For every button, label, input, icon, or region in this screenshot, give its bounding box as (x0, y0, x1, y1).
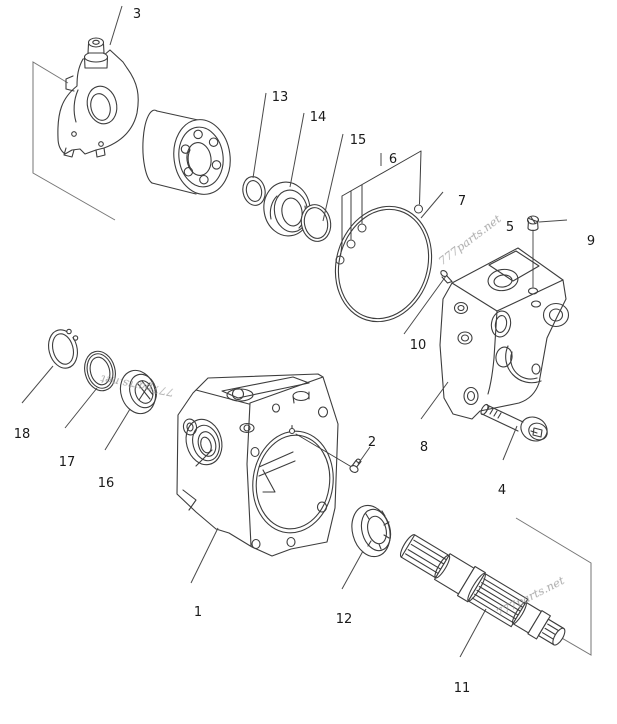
part-7-gasket-ring (334, 205, 433, 323)
part-13-snap-ring (242, 176, 266, 206)
part-label-18: 18 (14, 427, 31, 442)
part-15-o-ring (300, 204, 332, 242)
part-2-bolt (295, 433, 362, 473)
part-4-bolt (480, 403, 548, 442)
part-label-4: 4 (498, 483, 506, 498)
leader-3 (109, 5, 123, 46)
leader-14 (289, 112, 305, 188)
part-12-bearing (351, 504, 392, 558)
part-label-14: 14 (310, 110, 327, 125)
cylinder-roller-bearing (142, 109, 231, 195)
part-label-6: 6 (389, 152, 397, 167)
part-label-15: 15 (350, 133, 367, 148)
leader-18 (21, 365, 54, 404)
part-label-3: 3 (133, 7, 141, 22)
mounting-panel-top-left (32, 61, 116, 221)
part-8-valve-block (439, 247, 570, 420)
leader-lines (21, 5, 568, 658)
leader-8 (420, 381, 449, 420)
part-3-end-cover (57, 37, 139, 158)
part-11-drive-shaft (399, 534, 566, 646)
leader-9 (538, 219, 568, 223)
part-1-pump-case (176, 373, 339, 557)
leader-15 (322, 133, 344, 222)
part-18-snap-ring (48, 327, 79, 369)
leader-13 (252, 92, 267, 179)
leader-12 (341, 550, 364, 590)
watermark-text: 777parts.net (436, 212, 504, 268)
leader-1 (190, 527, 219, 584)
part-label-11: 11 (454, 681, 471, 696)
part-label-2: 2 (368, 435, 376, 450)
mounting-panel-bottom-right (515, 517, 592, 656)
leader-10 (403, 275, 447, 335)
part-labels: 1 2 3 4 5 6 7 8 9 10 11 12 13 14 15 16 1… (14, 7, 595, 696)
part-17-seal-washer (84, 350, 116, 392)
part-label-9: 9 (587, 234, 595, 249)
parts-linework (48, 37, 570, 646)
leader-11 (459, 608, 487, 658)
leader-17 (64, 387, 98, 429)
part-label-5: 5 (506, 220, 514, 235)
leader-16 (104, 408, 131, 451)
part-5-plug (526, 215, 540, 288)
part-label-7: 7 (458, 194, 466, 209)
part-6-plug-panel (335, 150, 423, 265)
part-label-13: 13 (272, 90, 289, 105)
part-label-12: 12 (336, 612, 353, 627)
part-10-pin (440, 269, 453, 284)
part-label-1: 1 (194, 605, 202, 620)
part-label-10: 10 (410, 338, 427, 353)
leader-7 (420, 191, 444, 219)
part-16-roller-bearing (119, 369, 157, 415)
part-label-8: 8 (420, 440, 428, 455)
part-label-17: 17 (59, 455, 76, 470)
part-label-16: 16 (98, 476, 115, 491)
leader-4 (502, 425, 518, 461)
leader-2 (357, 446, 371, 465)
